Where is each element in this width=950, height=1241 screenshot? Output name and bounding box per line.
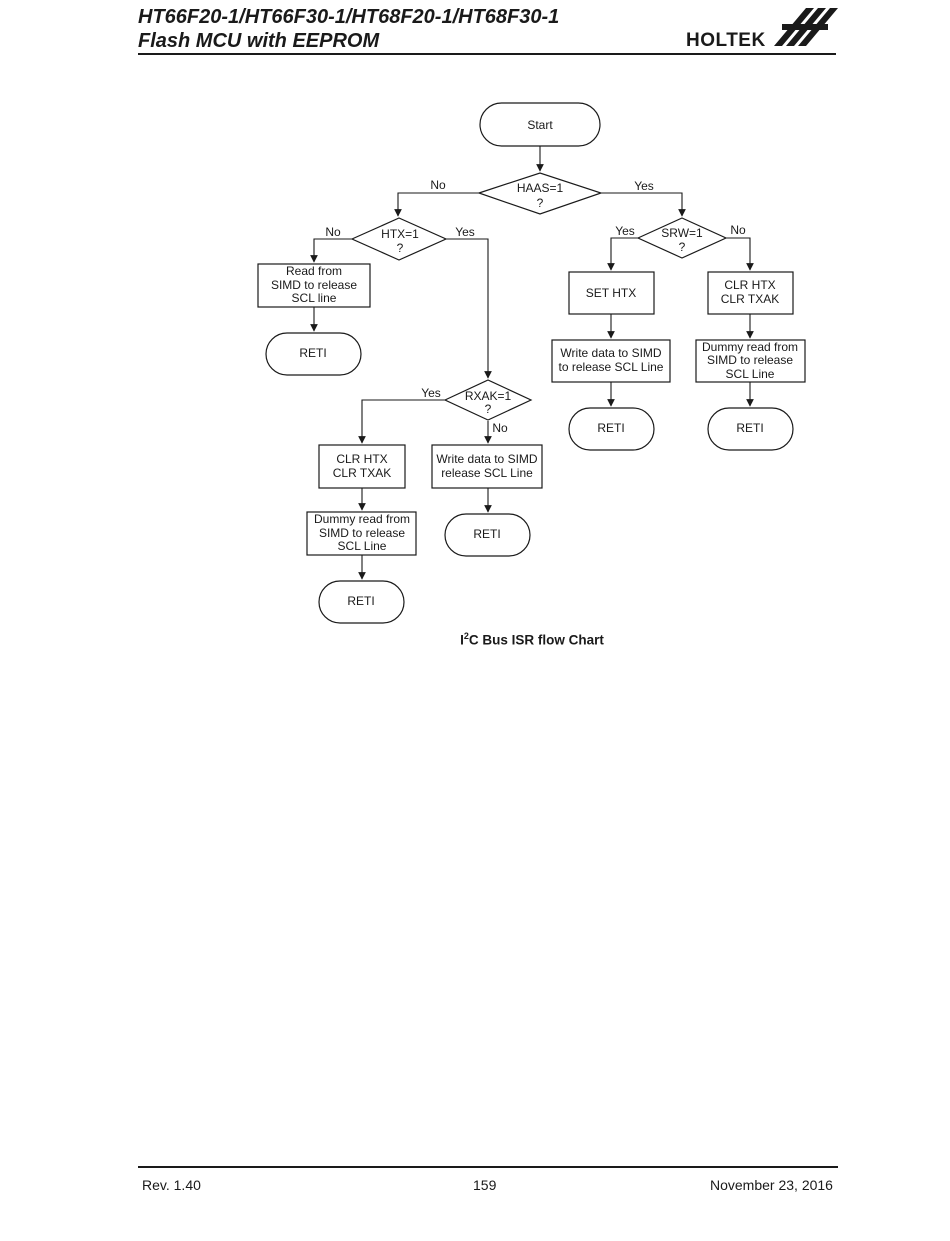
clr-txak-label-left: CLR TXAK (333, 466, 391, 480)
htx-question: ? (397, 241, 404, 255)
branch-label-rxak-no: No (492, 421, 508, 435)
write-simd-box-left: Write data to SIMD release SCL Line (431, 444, 543, 489)
reti-terminal-4: RETI (444, 513, 531, 557)
dummy-read-right-line2: SIMD to release (707, 353, 793, 367)
logo-mark-icon (774, 8, 838, 46)
reti-terminal-3: RETI (707, 407, 794, 451)
rxak-question: ? (485, 402, 492, 416)
haas-label: HAAS=1 (517, 181, 564, 195)
start-label: Start (527, 118, 553, 132)
reti-label-2: RETI (597, 421, 624, 435)
srw-label: SRW=1 (661, 226, 703, 240)
header-rule (138, 53, 836, 55)
rxak-label: RXAK=1 (465, 389, 512, 403)
read-simd-line3: SCL line (292, 291, 337, 305)
clr-htx-label-left: CLR HTX (336, 452, 387, 466)
caption-text: C Bus ISR flow Chart (468, 632, 604, 648)
dummy-read-right-line3: SCL Line (726, 367, 775, 381)
dummy-read-right-line1: Dummy read from (702, 340, 798, 354)
footer-revision: Rev. 1.40 (142, 1177, 201, 1193)
branch-label-haas-no: No (430, 178, 446, 192)
set-htx-label: SET HTX (586, 286, 636, 300)
caption-prefix: I (460, 632, 464, 648)
haas-decision: HAAS=1 ? (477, 172, 603, 215)
dummy-read-box-right: Dummy read from SIMD to release SCL Line (695, 339, 806, 383)
reti-label-1: RETI (299, 346, 326, 360)
srw-decision: SRW=1 ? (636, 217, 728, 259)
reti-label-4: RETI (473, 527, 500, 541)
footer-page-number: 159 (473, 1177, 497, 1193)
dummy-read-left-line3: SCL Line (338, 539, 387, 553)
write-simd-left-line2: release SCL Line (441, 466, 533, 480)
reti-label-5: RETI (347, 594, 374, 608)
branch-label-srw-yes: Yes (615, 224, 635, 238)
holtek-logo: HOLTEK (686, 2, 838, 52)
clr-htx-txak-box-right: CLR HTX CLR TXAK (707, 271, 794, 315)
clr-txak-label-right: CLR TXAK (721, 292, 779, 306)
reti-terminal-2: RETI (568, 407, 655, 451)
read-simd-line2: SIMD to release (271, 278, 357, 292)
htx-label: HTX=1 (381, 227, 419, 241)
header-title: HT66F20-1/HT66F30-1/HT68F20-1/HT68F30-1 (138, 6, 560, 28)
clr-htx-txak-box-left: CLR HTX CLR TXAK (318, 444, 406, 489)
caption-superscript: 2 (463, 631, 469, 641)
read-simd-line1: Read from (286, 264, 342, 278)
footer-rule (138, 1166, 838, 1168)
write-simd-right-line1: Write data to SIMD (560, 346, 661, 360)
write-simd-left-line1: Write data to SIMD (436, 452, 537, 466)
header-subtitle: Flash MCU with EEPROM (138, 30, 380, 52)
start-terminal: Start (479, 102, 601, 147)
figure-caption: I2C Bus ISR flow Chart (0, 631, 950, 648)
connector-lines (310, 146, 754, 580)
branch-label-htx-yes: Yes (455, 225, 475, 239)
branch-label-htx-no: No (325, 225, 341, 239)
reti-terminal-1: RETI (265, 332, 362, 376)
logo-text: HOLTEK (686, 30, 766, 51)
branch-label-haas-yes: Yes (634, 179, 654, 193)
htx-decision: HTX=1 ? (350, 217, 448, 261)
reti-label-3: RETI (736, 421, 763, 435)
footer-date: November 23, 2016 (710, 1177, 833, 1193)
rxak-decision: RXAK=1 ? (443, 379, 533, 421)
reti-terminal-5: RETI (318, 580, 405, 624)
dummy-read-left-line1: Dummy read from (314, 512, 410, 526)
dummy-read-box-left: Dummy read from SIMD to release SCL Line (306, 511, 417, 556)
branch-label-rxak-yes: Yes (421, 386, 441, 400)
clr-htx-label-right: CLR HTX (724, 278, 775, 292)
read-simd-box: Read from SIMD to release SCL line (257, 263, 371, 308)
srw-question: ? (679, 240, 686, 254)
write-simd-box-right: Write data to SIMD to release SCL Line (551, 339, 671, 383)
set-htx-box: SET HTX (568, 271, 655, 315)
dummy-read-left-line2: SIMD to release (319, 526, 405, 540)
write-simd-right-line2: to release SCL Line (559, 360, 664, 374)
branch-label-srw-no: No (730, 223, 746, 237)
haas-question: ? (537, 196, 544, 210)
